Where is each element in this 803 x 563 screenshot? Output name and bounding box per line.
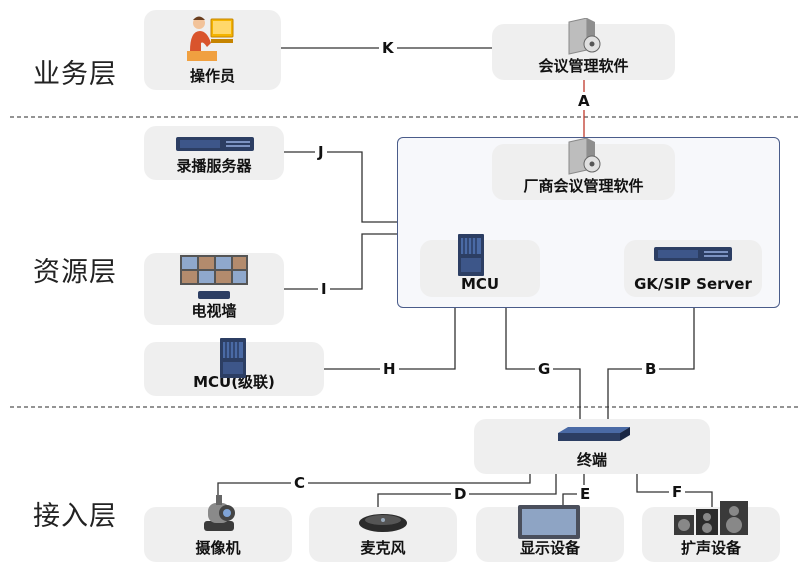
gk-sip-node[interactable]: GK/SIP Server [624,240,762,297]
mcu-label: MCU [460,275,500,293]
microphone-node[interactable]: 麦克风 [309,507,457,562]
link-C-line [217,474,531,507]
layer-title-resource: 资源层 [33,257,117,288]
vendor-conf-mgmt-label: 厂商会议管理软件 [523,177,644,195]
link-H-line [324,297,456,370]
link-G-line [505,297,581,419]
link-label-B: B [642,360,660,378]
tv-wall-node[interactable]: 电视墙 [144,253,284,325]
speaker-icon [674,501,748,535]
link-label-J: J [315,143,327,161]
mcu-node[interactable]: MCU [420,234,540,297]
microphone-label: 麦克风 [360,539,406,557]
link-label-C: C [291,474,309,492]
mcu-chassis-icon [458,234,484,276]
link-B-line [607,297,695,419]
camera-node[interactable]: 摄像机 [144,495,292,562]
operator-node[interactable]: 操作员 [144,10,281,90]
tv-wall-label: 电视墙 [191,302,237,320]
mcu-cascade-node[interactable]: MCU(级联) [144,338,324,396]
conf-mgmt-node[interactable]: 会议管理软件 [492,18,675,80]
recorder-label: 录播服务器 [176,157,252,175]
terminal-label: 终端 [576,451,607,469]
microphone-icon [359,514,407,532]
speaker-node[interactable]: 扩声设备 [642,501,780,562]
mcu-cascade-label: MCU(级联) [193,373,275,391]
server-rack-icon [176,137,254,151]
conf-mgmt-label: 会议管理软件 [538,57,629,75]
software-box-icon [568,18,601,55]
link-E-line [562,474,585,507]
recorder-node[interactable]: 录播服务器 [144,126,284,180]
link-label-K: K [379,39,397,57]
camera-label: 摄像机 [195,539,241,557]
layer-title-business: 业务层 [33,59,117,90]
display-label: 显示设备 [519,539,580,557]
display-node[interactable]: 显示设备 [476,505,624,562]
gk-sip-label: GK/SIP Server [634,275,752,293]
terminal-device-icon [558,427,630,441]
terminal-node[interactable]: 终端 [474,419,710,474]
link-label-A: A [575,92,593,110]
link-J-line [284,151,397,223]
link-label-F: F [669,483,686,501]
camera-icon [204,495,235,531]
software-box-icon [568,138,601,175]
link-label-G: G [535,360,554,378]
link-label-D: D [451,485,470,503]
display-icon [518,505,580,539]
vendor-conf-mgmt-node[interactable]: 厂商会议管理软件 [492,138,675,200]
layer-title-access: 接入层 [33,501,117,532]
speaker-label: 扩声设备 [680,539,741,557]
link-I-line [284,233,397,290]
tv-wall-icon [180,255,248,299]
server-rack-icon [654,247,732,261]
link-label-E: E [577,485,594,503]
mcu-chassis-icon [220,338,246,378]
operator-label: 操作员 [189,67,235,85]
link-label-I: I [318,280,330,298]
operator-icon [187,16,234,61]
link-label-H: H [380,360,399,378]
